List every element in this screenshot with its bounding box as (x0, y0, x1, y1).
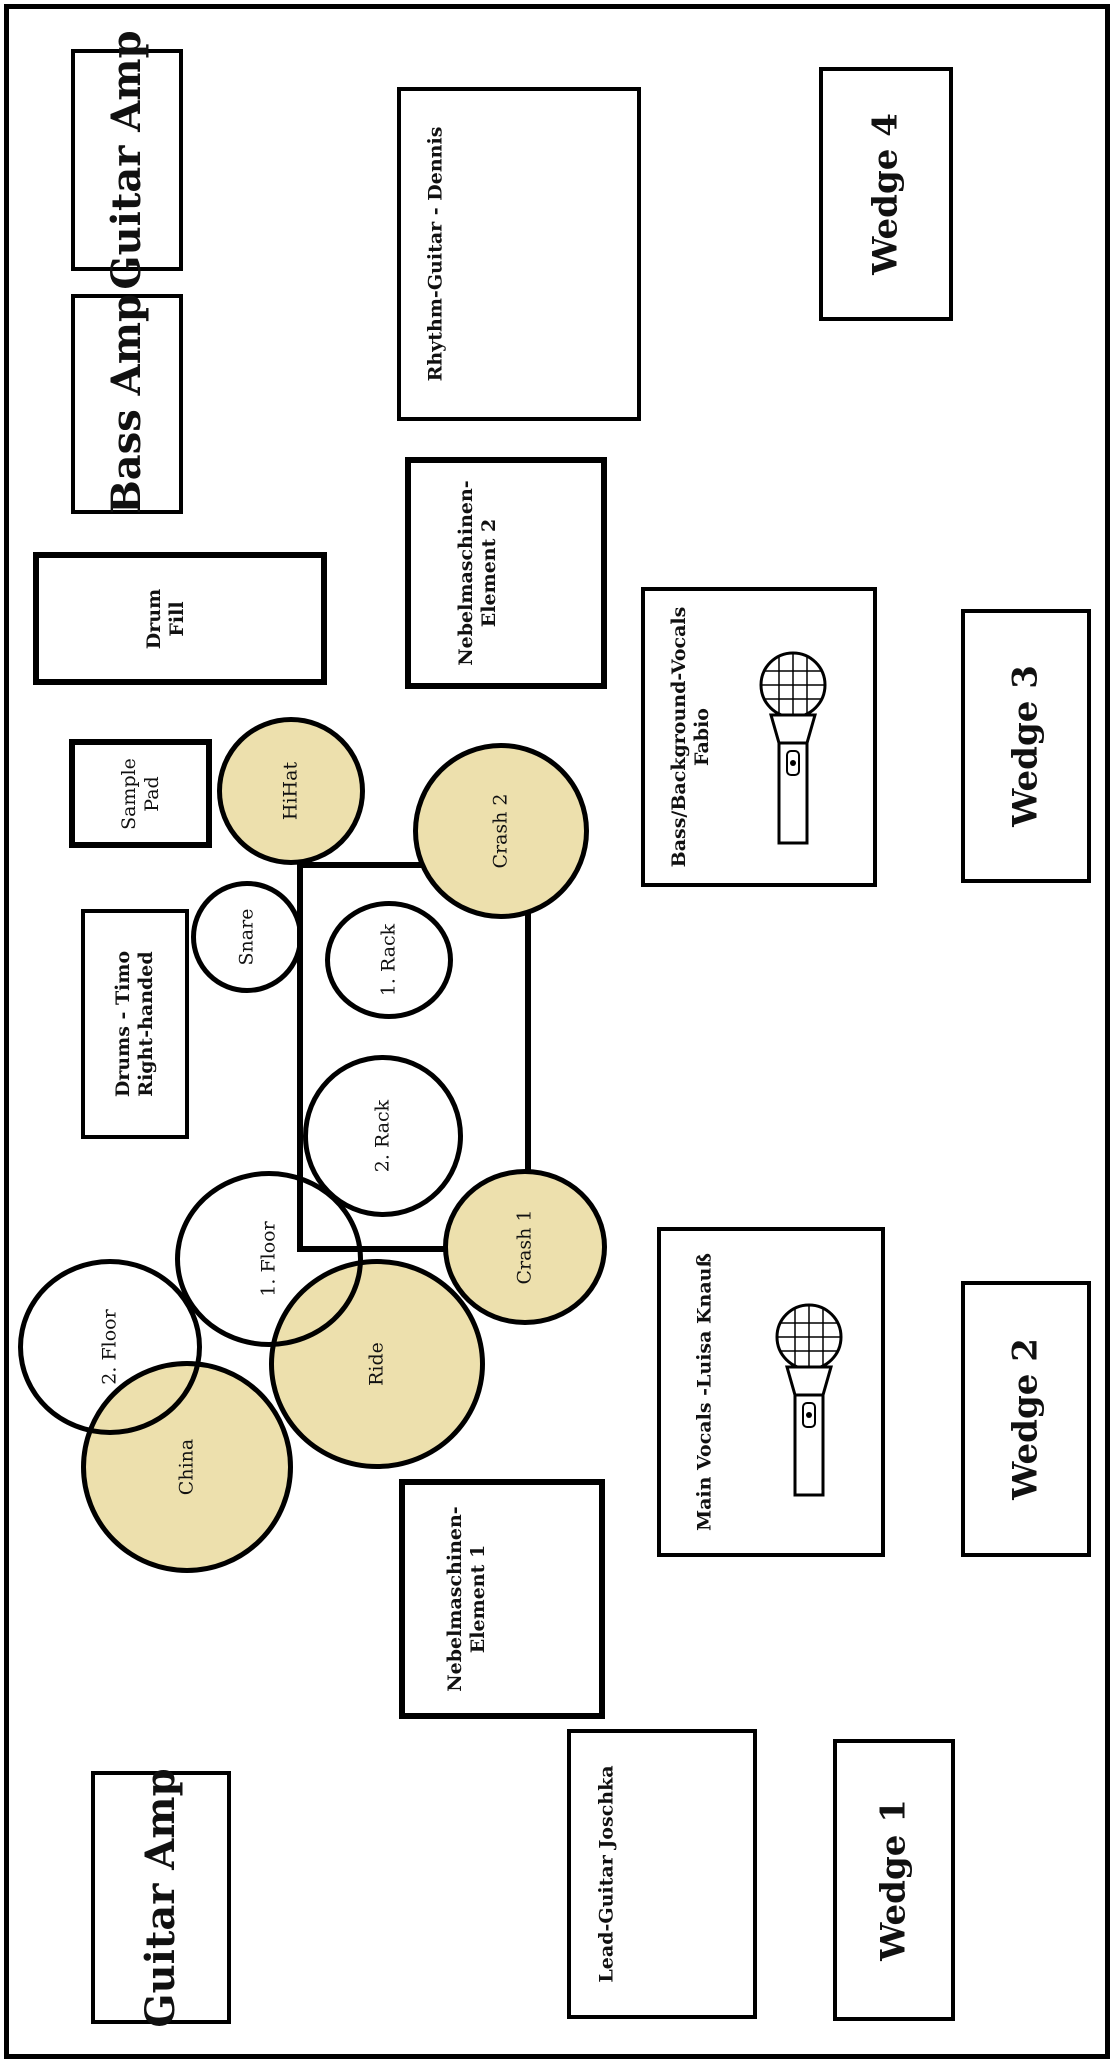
floor-tom-1: 1. Floor (175, 1171, 363, 1347)
lead-guitar-label: Lead-Guitar Joschka (595, 1765, 618, 1983)
rack-tom-1: 1. Rack (325, 901, 453, 1019)
drums-timo: Drums - Timo Right-handed (81, 909, 189, 1139)
sample-pad-label-line-2: Pad (140, 775, 163, 812)
stage-plot: Guitar Amp Bass Amp Drum Fill Sample Pad… (4, 4, 1110, 2059)
drum-fill-label-line-1: Drum (143, 588, 166, 649)
drums-timo-label-line-2: Right-handed (135, 951, 157, 1097)
rack-tom-2-label: 2. Rack (371, 1099, 394, 1173)
sample-pad: Sample Pad (69, 739, 212, 848)
rhythm-guitar: Rhythm-Guitar - Dennis (397, 87, 641, 421)
floor-tom-2: 2. Floor (18, 1259, 202, 1435)
wedge-1-label: Wedge 1 (873, 1799, 914, 1961)
snare-label: Snare (235, 908, 258, 966)
drums-timo-label-line-1: Drums - Timo (112, 950, 135, 1098)
bass-amp: Bass Amp (71, 294, 183, 514)
bass-vocals-label-line-2: Fabio (690, 708, 713, 766)
wedge-2-label: Wedge 2 (1005, 1338, 1046, 1500)
fog-machine-1: Nebelmaschinen- Element 1 (399, 1479, 605, 1719)
drum-fill-label-line-2: Fill (165, 600, 188, 637)
guitar-amp-top-label: Guitar Amp (103, 30, 150, 290)
guitar-amp-bottom: Guitar Amp (91, 1767, 231, 2028)
bass-vocals-label-line-1: Bass/Background-Vocals (667, 606, 690, 868)
drum-fill: Drum Fill (33, 552, 327, 685)
sample-pad-label-line-1: Sample (117, 757, 140, 830)
rack-tom-2: 2. Rack (303, 1055, 463, 1217)
sample-pad-label: Sample Pad (118, 758, 164, 830)
drum-riser (297, 862, 531, 1252)
hihat-label: HiHat (279, 761, 302, 821)
fog-machine-1-label-line-2: Element 1 (467, 1544, 490, 1654)
ride-label: Ride (365, 1342, 388, 1386)
bass-amp-label: Bass Amp (103, 293, 150, 515)
wedge-3-label: Wedge 3 (1005, 665, 1046, 827)
crash-1-cymbal: Crash 1 (443, 1169, 607, 1325)
crash-1-label: Crash 1 (513, 1209, 536, 1285)
crash-2-cymbal: Crash 2 (413, 743, 589, 919)
wedge-2: Wedge 2 (961, 1281, 1091, 1557)
bass-vocals: Bass/Background-Vocals Fabio (641, 587, 877, 887)
wedge-4: Wedge 4 (819, 67, 953, 321)
floor-tom-1-label: 1. Floor (257, 1221, 280, 1297)
microphone-icon (759, 651, 827, 845)
crash-2-label: Crash 2 (489, 793, 512, 869)
microphone-icon (775, 1303, 843, 1497)
wedge-3: Wedge 3 (961, 609, 1091, 883)
rhythm-guitar-label: Rhythm-Guitar - Dennis (424, 126, 447, 382)
fog-machine-1-label-line-1: Nebelmaschinen- (444, 1506, 467, 1692)
fog-machine-2-label-line-2: Element 2 (477, 518, 500, 628)
snare-drum: Snare (191, 881, 303, 993)
wedge-4-label: Wedge 4 (865, 113, 906, 275)
drums-timo-label: Drums - Timo Right-handed (112, 951, 158, 1097)
wedge-1: Wedge 1 (833, 1739, 955, 2021)
bass-vocals-label: Bass/Background-Vocals Fabio (668, 607, 714, 868)
drum-fill-label: Drum Fill (143, 588, 189, 648)
china-label: China (175, 1438, 198, 1496)
guitar-amp-bottom-label: Guitar Amp (137, 1767, 184, 2028)
fog-machine-2-label: Nebelmaschinen- Element 2 (455, 480, 501, 665)
main-vocals-label: Main Vocals -Luisa Knauß (693, 1253, 716, 1531)
hihat-cymbal: HiHat (217, 717, 365, 865)
fog-machine-2: Nebelmaschinen- Element 2 (405, 457, 607, 689)
rack-tom-1-label: 1. Rack (377, 923, 400, 997)
main-vocals: Main Vocals -Luisa Knauß (657, 1227, 885, 1557)
fog-machine-2-label-line-1: Nebelmaschinen- (454, 480, 477, 666)
guitar-amp-top: Guitar Amp (71, 30, 183, 290)
floor-tom-2-label: 2. Floor (98, 1309, 121, 1385)
lead-guitar: Lead-Guitar Joschka (567, 1729, 757, 2019)
fog-machine-1-label: Nebelmaschinen- Element 1 (444, 1506, 490, 1691)
